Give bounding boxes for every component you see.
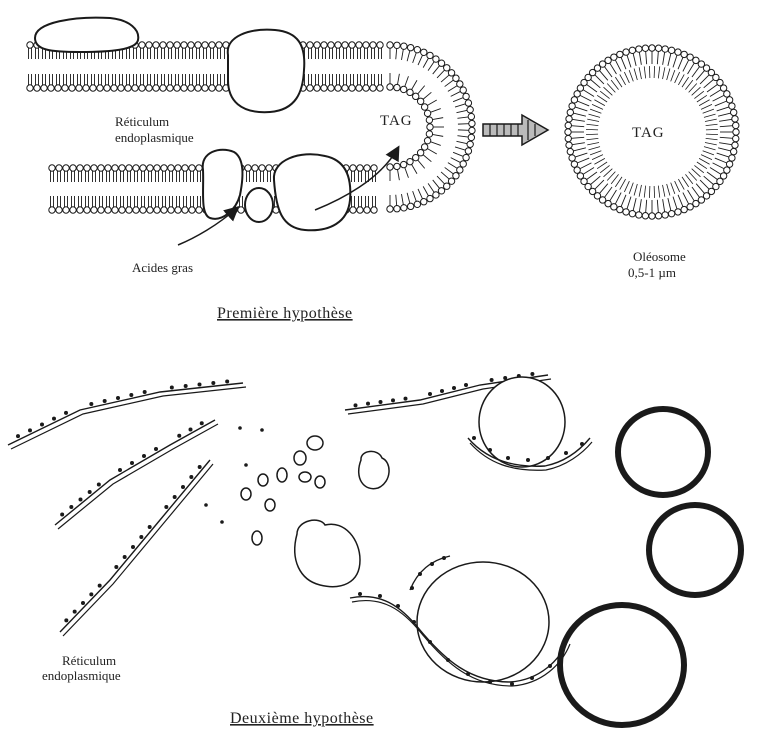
budding-oil-bodies bbox=[350, 377, 592, 686]
second-hypothesis-title: Deuxième hypothèse bbox=[230, 710, 374, 727]
er-label-bottom-line1: Réticulum bbox=[62, 653, 116, 668]
oleosome-ring-2 bbox=[649, 505, 741, 595]
er-label-line2: endoplasmique bbox=[115, 130, 194, 145]
er-label-line1: Réticulum bbox=[115, 114, 169, 129]
maturation-arrow bbox=[483, 115, 548, 145]
first-hypothesis-panel: Réticulum endoplasmique TAG Acides gras … bbox=[27, 18, 739, 322]
protein-blob-1 bbox=[35, 18, 138, 52]
protein-blob-5 bbox=[274, 154, 350, 230]
fatty-acids-label: Acides gras bbox=[132, 260, 193, 275]
oleosome-ring-1 bbox=[618, 409, 708, 495]
oleosome-ring-3 bbox=[560, 605, 684, 725]
tag-label: TAG bbox=[380, 113, 413, 129]
first-hypothesis-title: Première hypothèse bbox=[217, 305, 353, 322]
mature-oleosomes bbox=[560, 409, 741, 725]
er-label-bottom-line2: endoplasmique bbox=[42, 668, 121, 683]
protein-blob-4 bbox=[245, 188, 273, 222]
oleosome-size-label: 0,5-1 µm bbox=[628, 265, 676, 280]
protein-blob-2 bbox=[228, 30, 305, 112]
oleosome-label-line1: Oléosome bbox=[633, 249, 686, 264]
oleosome-tag-label: TAG bbox=[632, 125, 665, 141]
second-hypothesis-panel: Réticulum endoplasmique Deuxième hypothè… bbox=[8, 372, 741, 727]
lipid-vesicles bbox=[241, 436, 389, 587]
